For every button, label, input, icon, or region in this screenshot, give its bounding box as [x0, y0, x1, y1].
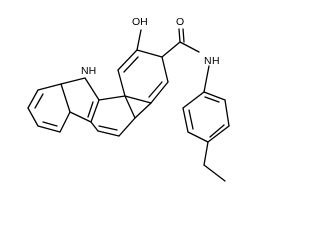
bond: [203, 141, 209, 166]
bond: [224, 99, 230, 127]
bond: [178, 28, 181, 43]
amide-h-label: H: [212, 55, 220, 67]
bond: [203, 91, 226, 101]
bond: [187, 131, 209, 143]
bond: [87, 101, 94, 118]
bond: [161, 41, 181, 58]
bond: [134, 102, 152, 119]
bond: [118, 117, 136, 137]
bond: [148, 81, 163, 98]
bond: [42, 121, 58, 127]
bond: [209, 124, 225, 138]
bond: [124, 95, 136, 119]
bond: [37, 83, 62, 91]
atom-labels: NH OH O N H: [81, 16, 220, 77]
bond: [60, 83, 71, 113]
bond: [179, 41, 200, 53]
bond: [204, 96, 220, 103]
bond: [182, 91, 205, 109]
bond: [188, 109, 194, 130]
bond: [124, 95, 152, 104]
bond: [117, 69, 126, 97]
bond: [182, 107, 189, 133]
bond: [98, 125, 118, 131]
nh-label: NH: [81, 65, 96, 77]
bonds: [27, 28, 230, 182]
bond: [27, 89, 39, 109]
bond: [98, 95, 126, 101]
bond: [27, 107, 39, 127]
bond: [90, 99, 100, 123]
bond: [69, 111, 92, 123]
bond: [182, 28, 185, 43]
bond: [207, 125, 230, 143]
o-label: O: [176, 16, 184, 28]
bond: [84, 77, 100, 101]
bond: [203, 164, 226, 182]
bond: [37, 125, 61, 133]
bond: [59, 111, 71, 133]
bond: [34, 93, 44, 109]
bond: [90, 121, 99, 132]
bond: [203, 65, 210, 93]
n-label: N: [204, 55, 212, 67]
bond: [150, 81, 169, 104]
chemical-structure: NH OH O N H: [27, 16, 230, 182]
bond: [161, 56, 169, 83]
bond: [60, 77, 86, 85]
oh-label: OH: [132, 16, 148, 28]
bond: [136, 49, 163, 58]
bond: [97, 130, 120, 137]
bond: [123, 56, 139, 73]
bond: [136, 29, 142, 51]
bond: [117, 49, 138, 71]
